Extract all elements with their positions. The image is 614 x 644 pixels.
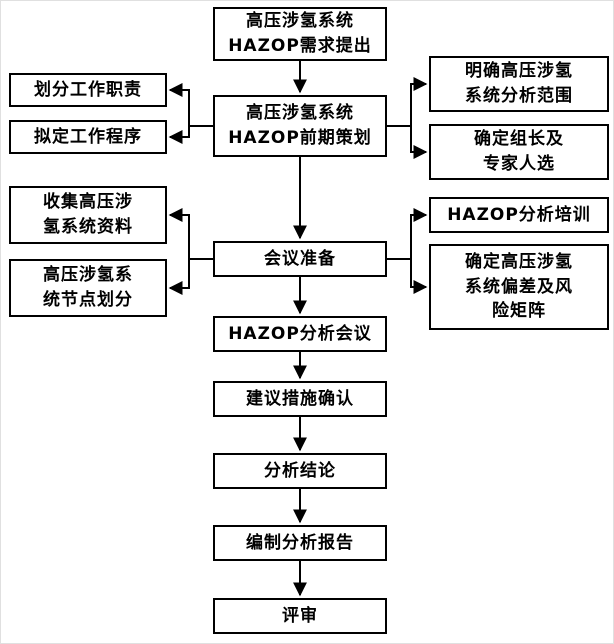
node-requirement: 高压涉氢系统 HAZOP需求提出 [213,7,387,61]
node-meeting-prep: 会议准备 [213,241,387,277]
node-planning: 高压涉氢系统 HAZOP前期策划 [213,95,387,157]
node-conclusion: 分析结论 [213,453,387,489]
node-report: 编制分析报告 [213,525,387,561]
node-duties: 划分工作职责 [9,73,167,107]
node-measures-confirm: 建议措施确认 [213,381,387,417]
node-risk-matrix: 确定高压涉氢 系统偏差及风 险矩阵 [429,244,609,330]
node-review: 评审 [213,598,387,634]
node-collect-data: 收集高压涉 氢系统资料 [9,186,167,244]
node-procedures: 拟定工作程序 [9,120,167,154]
node-node-division: 高压涉氢系 统节点划分 [9,259,167,317]
node-scope: 明确高压涉氢 系统分析范围 [429,56,609,112]
node-training: HAZOP分析培训 [429,197,609,233]
node-leader: 确定组长及 专家人选 [429,124,609,180]
node-hazop-meeting: HAZOP分析会议 [213,316,387,352]
